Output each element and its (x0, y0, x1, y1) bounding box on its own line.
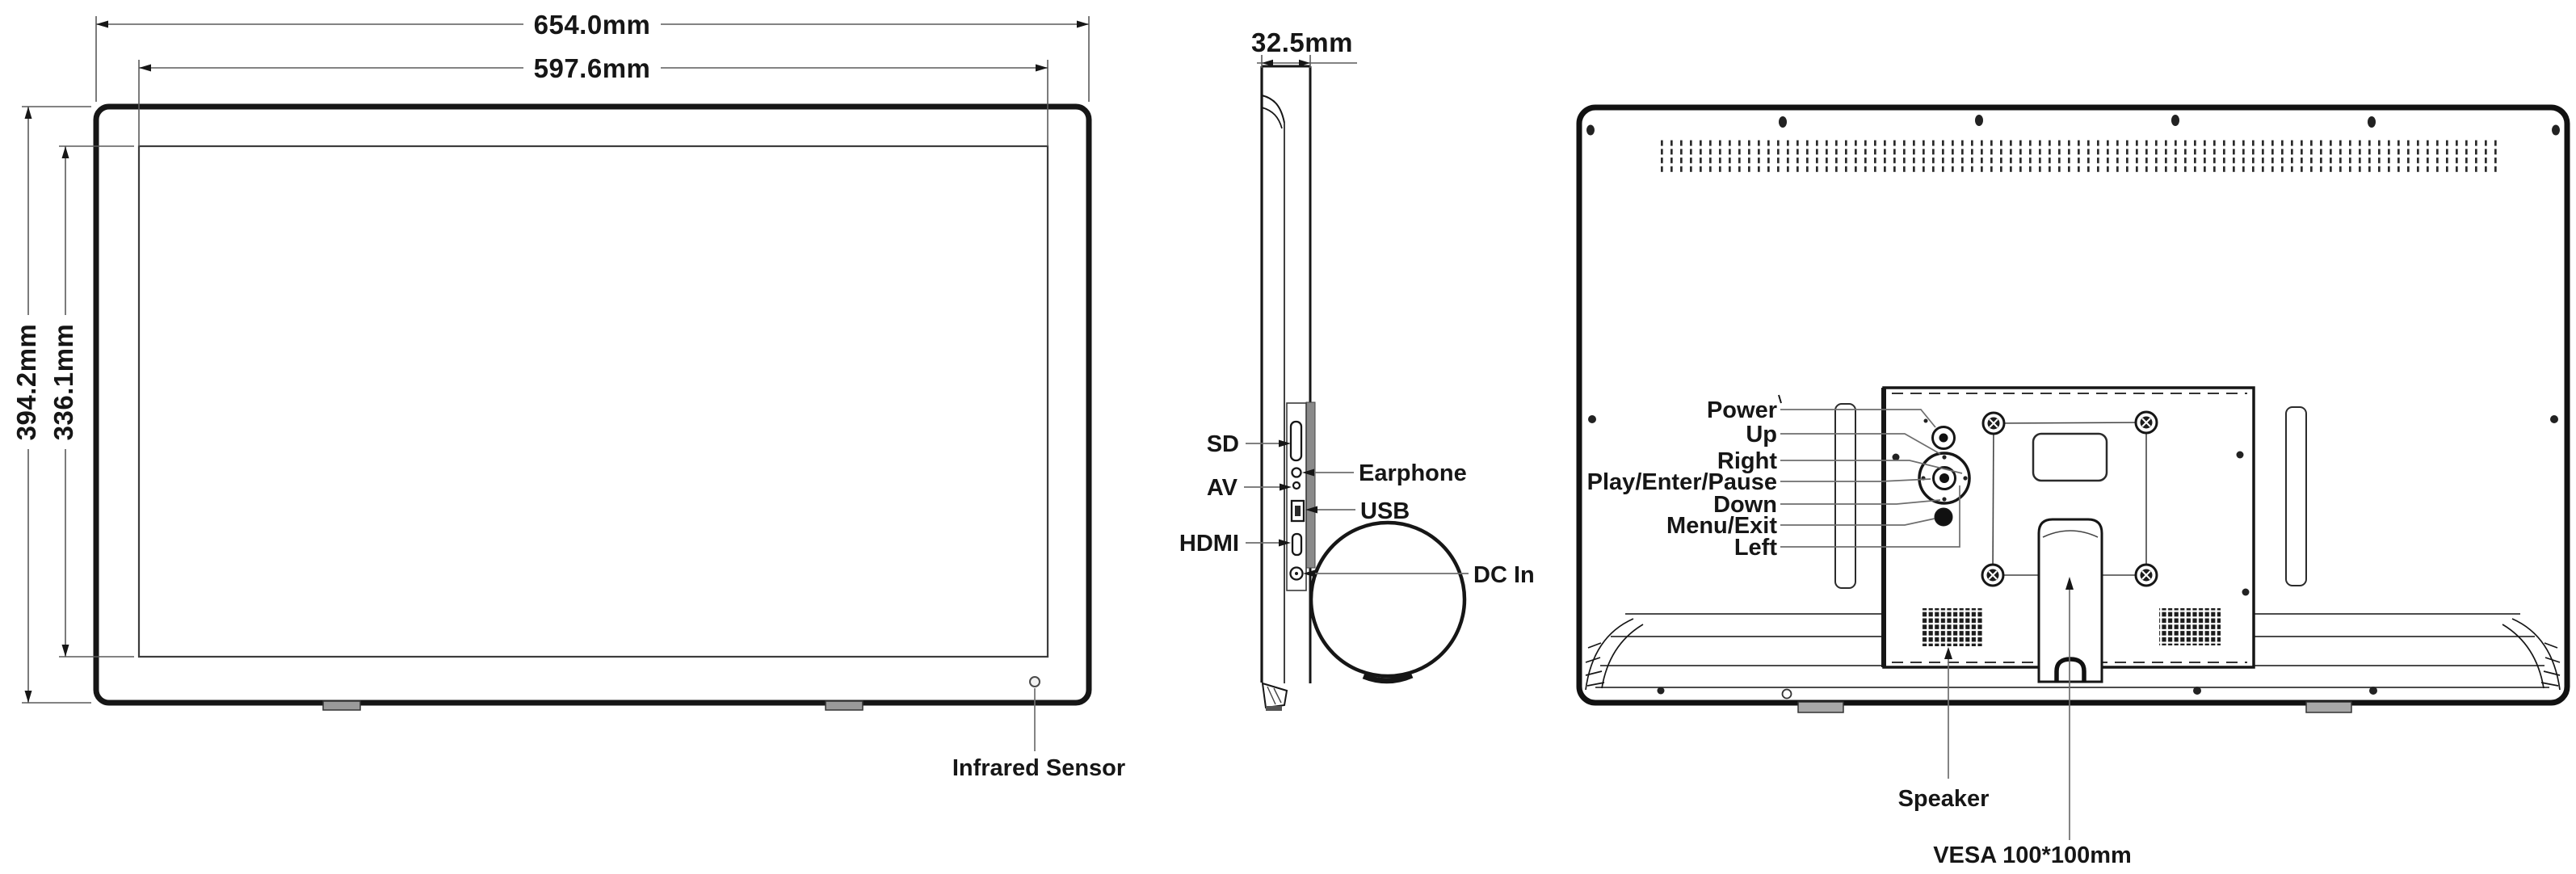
side-shaded-strip (1305, 401, 1316, 569)
sd-label: SD (1207, 431, 1239, 457)
back-callouts: Speaker VESA 100*100mm (1898, 577, 2132, 868)
front-outer-frame (93, 103, 1092, 706)
stand-base-circle (1309, 520, 1467, 679)
speaker-label: Speaker (1898, 786, 1990, 812)
base-screw (2193, 687, 2201, 695)
front-foot-right (825, 700, 864, 711)
down-label: Down (1713, 492, 1777, 518)
side-step-curve (1261, 95, 1285, 124)
left-label: Left (1734, 535, 1778, 561)
right-label: Right (1717, 448, 1777, 474)
dim-outer-width: 654.0mm (96, 10, 1089, 40)
play-leader (1780, 478, 1931, 482)
power-led-dot (1923, 418, 1928, 423)
base-wedge-right (2502, 618, 2561, 691)
front-foot-left (322, 700, 361, 711)
av-jack (1292, 481, 1301, 490)
hdmi-port (1291, 532, 1303, 557)
plate-screw (2242, 588, 2250, 596)
side-view: 32.5mm SD AV HDMI Earphone USB DC In (1179, 27, 1535, 711)
plate-screw (2236, 451, 2244, 459)
front-view: Infrared Sensor (93, 103, 1125, 781)
front-screen (137, 145, 1049, 658)
down-leader (1780, 499, 1941, 505)
left-leader (1780, 485, 1960, 548)
dc-in-pin (1295, 572, 1298, 575)
vesa-label: VESA 100*100mm (1933, 842, 2132, 868)
vent-grid (1661, 138, 2501, 173)
infrared-sensor-dot (1029, 676, 1040, 687)
back-foot-left (1797, 701, 1844, 713)
power-label: Power (1707, 397, 1777, 423)
up-label: Up (1746, 422, 1777, 448)
dim-outer-height-label: 394.2mm (11, 324, 41, 441)
usb-port-inner (1295, 506, 1301, 516)
dim-screen-width: 597.6mm (139, 53, 1048, 83)
stand-base-contact (1362, 672, 1414, 684)
menu-exit-label: Menu/Exit (1666, 513, 1777, 539)
side-foot-pad (1266, 706, 1282, 711)
right-rail (2285, 406, 2307, 586)
side-foot (1261, 682, 1288, 709)
base-screw (2369, 687, 2377, 695)
dpad-down-dot (1942, 497, 1947, 502)
vesa-screw-bl (1981, 563, 2005, 587)
back-right-screw (2550, 415, 2558, 423)
vesa-screws (1981, 410, 2158, 587)
dim-screen-width-label: 597.6mm (534, 53, 651, 83)
dpad-right-dot (1963, 476, 1968, 481)
back-foot-right (2305, 701, 2352, 713)
side-port-labels-right: Earphone USB DC In (1302, 460, 1535, 588)
side-port-labels-left: SD AV HDMI (1179, 431, 1292, 557)
dpad-up-dot (1942, 455, 1947, 460)
left-rail (1834, 403, 1856, 589)
back-top-screws (1586, 115, 2560, 136)
menu-leader (1780, 518, 1935, 526)
vesa-screw-tr (2134, 410, 2158, 435)
right-leader (1780, 460, 1963, 474)
back-button-labels: Power Up Right Play/Enter/Pause Down Men… (1587, 394, 1963, 561)
rating-label-plate (2032, 432, 2108, 482)
vesa-screw-br (2134, 563, 2158, 587)
base-screw-open (1781, 688, 1792, 700)
menu-button (1934, 507, 1953, 527)
plate-screw (1892, 453, 1900, 461)
up-leader (1780, 433, 1941, 455)
stand-column-arc (2042, 530, 2099, 538)
av-label: AV (1207, 475, 1238, 501)
dc-in-label: DC In (1473, 562, 1535, 588)
dim-outer-height: 394.2mm (11, 107, 41, 703)
dim-screen-height-label: 336.1mm (48, 324, 78, 441)
earphone-jack (1291, 467, 1302, 478)
vesa-screw-tl (1981, 411, 2006, 435)
back-view: Power Up Right Play/Enter/Pause Down Men… (1576, 104, 2570, 868)
stand-column (2037, 518, 2103, 683)
back-left-screw (1588, 415, 1596, 423)
sd-slot (1289, 420, 1303, 462)
hdmi-label: HDMI (1179, 531, 1239, 557)
base-screw (1657, 687, 1665, 695)
dim-depth-label: 32.5mm (1251, 27, 1353, 57)
power-footnote-tick (1778, 394, 1782, 404)
infrared-sensor-label: Infrared Sensor (952, 755, 1125, 781)
speaker-grille-left (1922, 608, 1983, 646)
power-leader (1780, 409, 1936, 428)
speaker-grille-right (2159, 608, 2221, 645)
side-step-curve-2 (1261, 107, 1283, 129)
dim-depth: 32.5mm (1251, 27, 1357, 68)
dim-outer-width-label: 654.0mm (534, 10, 651, 40)
stand-hinge-cutout (2054, 657, 2086, 683)
base-wedge-left (1585, 618, 1644, 691)
play-enter-pause-label: Play/Enter/Pause (1587, 469, 1777, 495)
earphone-label: Earphone (1359, 460, 1467, 486)
dim-screen-height: 336.1mm (48, 146, 78, 657)
usb-label: USB (1360, 498, 1410, 524)
front-dimensions: 654.0mm 597.6mm 394.2mm 336.1mm (11, 10, 1090, 704)
